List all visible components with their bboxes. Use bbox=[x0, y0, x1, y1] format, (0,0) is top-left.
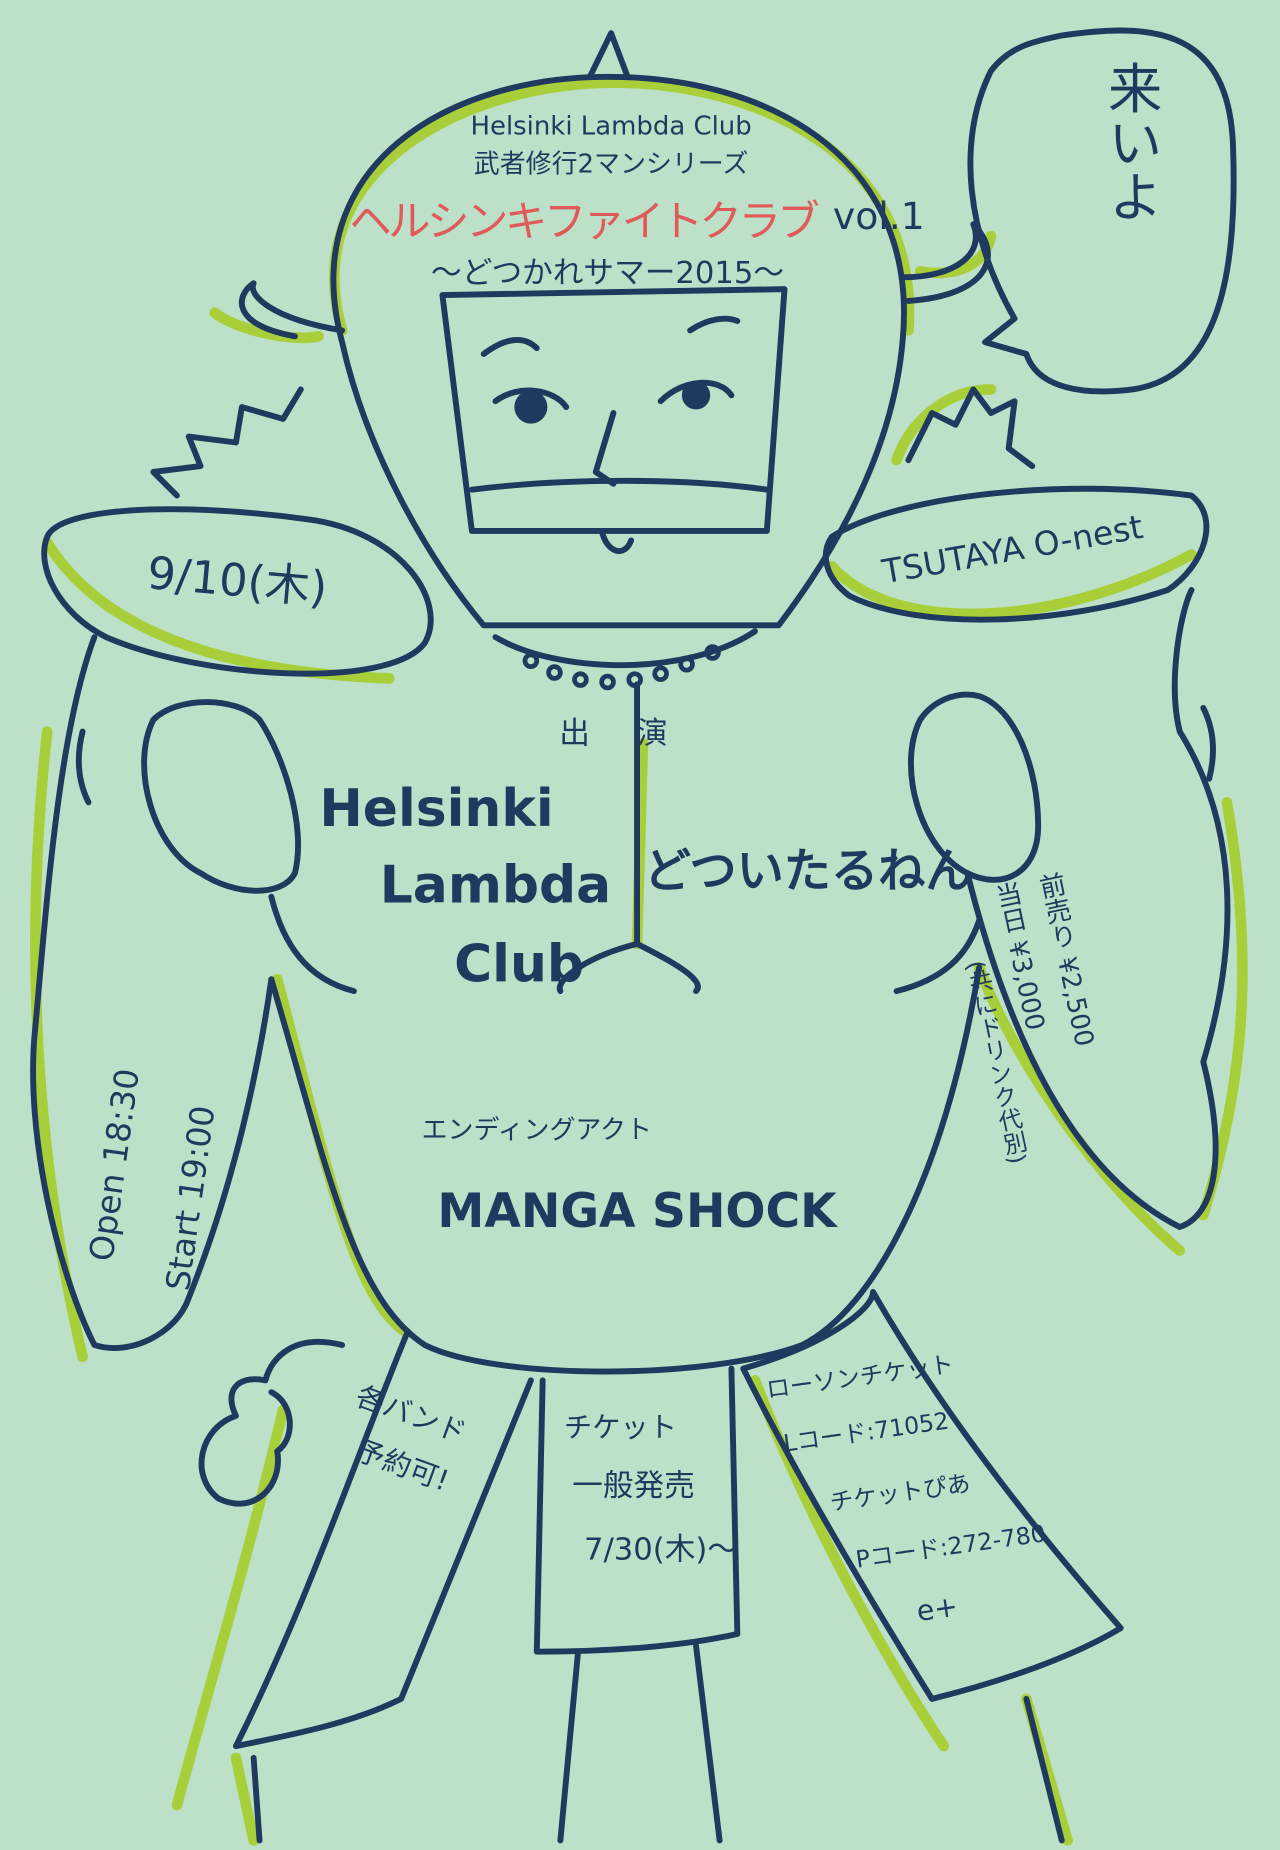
header-band: Helsinki Lambda Club bbox=[470, 112, 751, 142]
head-spike bbox=[586, 30, 631, 80]
outlet-eplus: e+ bbox=[915, 1590, 960, 1628]
act-1-line-1: Helsinki bbox=[319, 779, 553, 839]
center-trunk-panel bbox=[533, 1365, 741, 1655]
torso bbox=[268, 964, 983, 1375]
ending-act-label: エンディングアクト bbox=[422, 1116, 652, 1146]
collar bbox=[492, 628, 758, 669]
ticket-sale-line-1: チケット bbox=[564, 1411, 677, 1444]
face-window bbox=[439, 286, 788, 534]
act-1-line-2: Lambda bbox=[380, 856, 611, 916]
right-fist bbox=[908, 691, 1042, 883]
left-horn bbox=[238, 280, 346, 340]
gourd bbox=[198, 1338, 346, 1507]
figure-outline bbox=[30, 27, 1237, 1844]
left-fur bbox=[150, 386, 304, 499]
right-shoulder-pad bbox=[822, 485, 1210, 623]
act-1-line-3: Club bbox=[454, 935, 584, 995]
left-trunk-panel bbox=[232, 1377, 534, 1750]
header-title: ヘルシンキファイトクラブ bbox=[349, 198, 819, 247]
ending-act-name: MANGA SHOCK bbox=[437, 1184, 838, 1239]
header-subtitle: 〜どつかれサマー2015〜 bbox=[431, 256, 784, 291]
chest-split bbox=[556, 681, 701, 995]
header-series: 武者修行2マンシリーズ bbox=[474, 149, 749, 179]
helmet bbox=[330, 73, 907, 629]
left-shoulder-pad bbox=[41, 506, 434, 677]
act-2: どついたるねん bbox=[644, 844, 973, 899]
ticket-sale-line-3: 7/30(木)〜 bbox=[584, 1533, 738, 1568]
performers-label: 出演 bbox=[559, 716, 715, 751]
ticket-sale-line-2: 一般発売 bbox=[572, 1469, 695, 1504]
left-eye bbox=[514, 390, 548, 424]
right-fur bbox=[905, 386, 1036, 470]
right-trunk-panel bbox=[740, 1288, 1124, 1702]
right-arm bbox=[964, 587, 1231, 1230]
left-fist bbox=[141, 699, 301, 894]
speech-bubble bbox=[967, 27, 1237, 395]
right-horn bbox=[899, 221, 991, 304]
left-trunk-side bbox=[232, 1330, 410, 1750]
right-eye bbox=[681, 381, 711, 410]
left-arm bbox=[30, 634, 275, 1351]
speech-text: 来いよ bbox=[1099, 60, 1162, 223]
header-volume: vol.1 bbox=[833, 194, 925, 238]
